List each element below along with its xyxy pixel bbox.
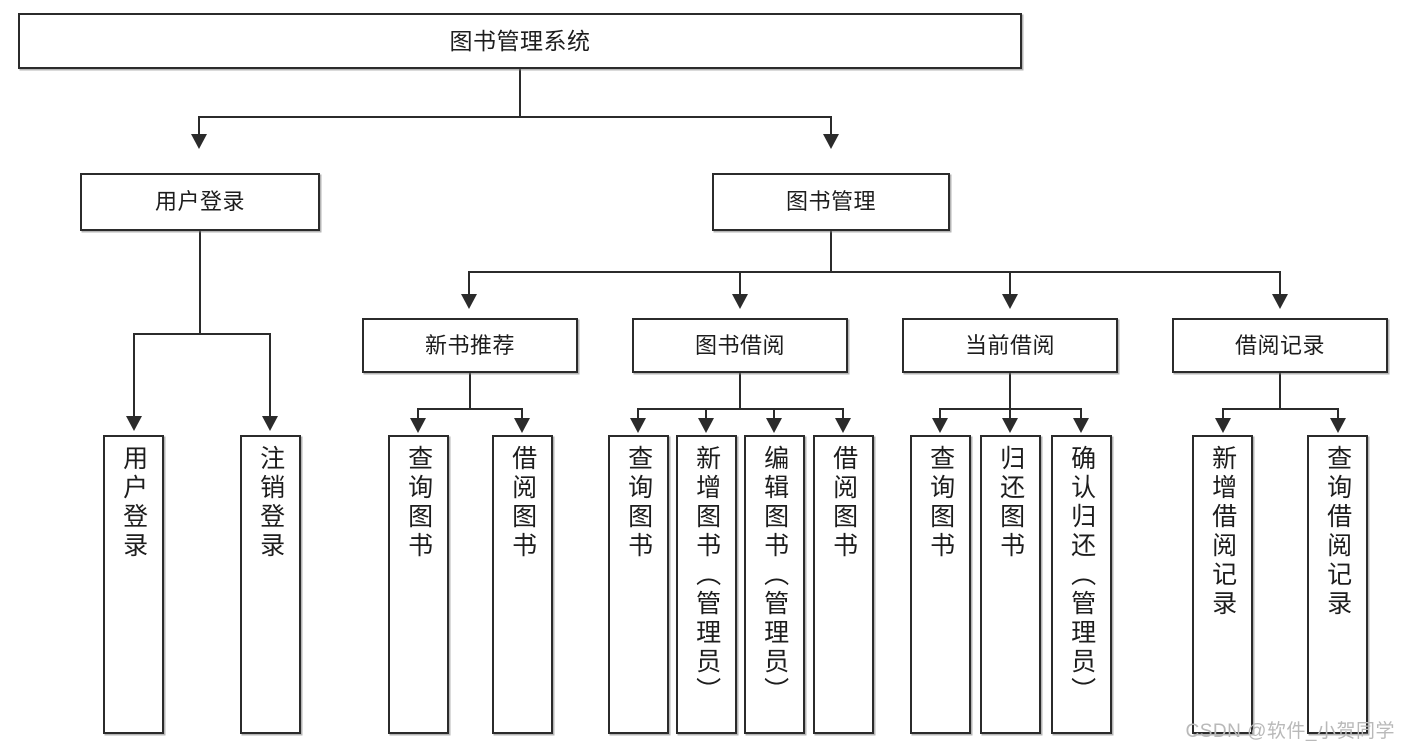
connector-new-book-stem xyxy=(469,373,471,409)
arrow-to-leaf-query-book-3 xyxy=(932,418,948,433)
arrow-to-book-borrow xyxy=(732,294,748,309)
node-root-system[interactable]: 图书管理系统 xyxy=(18,13,1022,69)
node-label: 新增借阅记录 xyxy=(1208,445,1237,619)
connector-book-mgmt-drop-1 xyxy=(468,271,470,296)
connector-current-borrow-drop-2 xyxy=(1009,408,1011,420)
arrow-to-book-mgmt xyxy=(823,134,839,149)
arrow-to-leaf-return-book xyxy=(1002,418,1018,433)
leaf-borrow-book-newbook[interactable]: 借阅图书 xyxy=(492,435,553,734)
connector-borrow-record-drop-1 xyxy=(1222,408,1224,420)
node-label: 用户登录 xyxy=(119,445,148,561)
connector-book-borrow-drop-2 xyxy=(705,408,707,420)
connector-book-borrow-drop-1 xyxy=(637,408,639,420)
connector-book-mgmt-stem xyxy=(830,231,832,272)
arrow-to-leaf-user-login xyxy=(126,416,142,431)
node-label: 图书管理系统 xyxy=(449,27,591,54)
leaf-query-book-newbook[interactable]: 查询图书 xyxy=(388,435,449,734)
leaf-borrow-book[interactable]: 借阅图书 xyxy=(813,435,874,734)
connector-borrow-record-bus xyxy=(1222,408,1339,410)
node-label: 图书管理 xyxy=(785,189,876,214)
leaf-add-book-admin[interactable]: 新增图书（管理员） xyxy=(676,435,737,734)
arrow-to-current-borrow xyxy=(1002,294,1018,309)
node-label: 注销登录 xyxy=(256,445,285,561)
connector-new-book-drop-1 xyxy=(417,408,419,420)
node-current-borrow[interactable]: 当前借阅 xyxy=(902,318,1118,373)
arrow-to-leaf-edit-book xyxy=(766,418,782,433)
connector-book-mgmt-drop-3 xyxy=(1009,271,1011,296)
node-label: 查询借阅记录 xyxy=(1323,445,1352,619)
connector-book-borrow-drop-4 xyxy=(842,408,844,420)
connector-new-book-bus xyxy=(417,408,523,410)
connector-current-borrow-drop-1 xyxy=(939,408,941,420)
arrow-to-leaf-query-book-2 xyxy=(630,418,646,433)
leaf-add-borrow-record[interactable]: 新增借阅记录 xyxy=(1192,435,1253,734)
connector-book-borrow-bus xyxy=(637,408,844,410)
leaf-edit-book-admin[interactable]: 编辑图书（管理员） xyxy=(744,435,805,734)
arrow-to-leaf-borrow-book-1 xyxy=(514,418,530,433)
arrow-to-user-login xyxy=(191,134,207,149)
node-book-borrow[interactable]: 图书借阅 xyxy=(632,318,848,373)
connector-root-to-book-mgmt xyxy=(830,116,832,136)
node-label: 查询图书 xyxy=(624,445,653,561)
node-label: 查询图书 xyxy=(404,445,433,561)
node-label: 图书借阅 xyxy=(694,332,785,358)
connector-borrow-record-stem xyxy=(1279,373,1281,409)
node-label: 借阅图书 xyxy=(829,445,858,561)
node-label: 查询图书 xyxy=(926,445,955,561)
connector-borrow-record-drop-2 xyxy=(1337,408,1339,420)
leaf-return-book[interactable]: 归还图书 xyxy=(980,435,1041,734)
connector-current-borrow-stem xyxy=(1009,373,1011,409)
arrow-to-leaf-add-record xyxy=(1215,418,1231,433)
connector-user-login-drop-1 xyxy=(133,333,135,418)
leaf-query-book-current[interactable]: 查询图书 xyxy=(910,435,971,734)
leaf-user-login[interactable]: 用户登录 xyxy=(103,435,164,734)
connector-user-login-bus xyxy=(133,333,269,335)
node-book-management[interactable]: 图书管理 xyxy=(712,173,950,231)
connector-book-mgmt-drop-2 xyxy=(739,271,741,296)
arrow-to-leaf-query-record xyxy=(1330,418,1346,433)
watermark: CSDN @软件_小贺同学 xyxy=(1185,721,1395,742)
arrow-to-borrow-record xyxy=(1272,294,1288,309)
node-label: 借阅图书 xyxy=(508,445,537,561)
node-label: 新书推荐 xyxy=(424,332,515,358)
arrow-to-new-book-rec xyxy=(461,294,477,309)
connector-root-to-user-login xyxy=(198,116,200,136)
connector-root-stem xyxy=(519,69,521,117)
arrow-to-leaf-add-book xyxy=(698,418,714,433)
leaf-logout[interactable]: 注销登录 xyxy=(240,435,301,734)
node-label: 用户登录 xyxy=(154,189,245,214)
connector-user-login-drop-2 xyxy=(269,333,271,418)
connector-current-borrow-drop-3 xyxy=(1080,408,1082,420)
arrow-to-leaf-query-book-1 xyxy=(410,418,426,433)
arrow-to-leaf-logout xyxy=(262,416,278,431)
node-new-book-recommend[interactable]: 新书推荐 xyxy=(362,318,578,373)
connector-book-borrow-drop-3 xyxy=(773,408,775,420)
connector-book-mgmt-drop-4 xyxy=(1279,271,1281,296)
connector-book-borrow-stem xyxy=(739,373,741,409)
leaf-query-borrow-record[interactable]: 查询借阅记录 xyxy=(1307,435,1368,734)
leaf-query-book-borrow[interactable]: 查询图书 xyxy=(608,435,669,734)
connector-user-login-stem xyxy=(199,231,201,334)
arrow-to-leaf-borrow-book-2 xyxy=(835,418,851,433)
node-user-login[interactable]: 用户登录 xyxy=(80,173,320,231)
node-borrow-record[interactable]: 借阅记录 xyxy=(1172,318,1388,373)
connector-book-mgmt-bus xyxy=(468,271,1280,273)
arrow-to-leaf-confirm-return xyxy=(1073,418,1089,433)
node-label: 归还图书 xyxy=(996,445,1025,561)
connector-new-book-drop-2 xyxy=(521,408,523,420)
connector-root-bus xyxy=(198,116,832,118)
node-label: 借阅记录 xyxy=(1234,332,1325,358)
node-label: 确认归还（管理员） xyxy=(1067,445,1096,706)
node-label: 新增图书（管理员） xyxy=(692,445,721,706)
node-label: 编辑图书（管理员） xyxy=(760,445,789,706)
leaf-confirm-return-admin[interactable]: 确认归还（管理员） xyxy=(1051,435,1112,734)
node-label: 当前借阅 xyxy=(964,332,1055,358)
